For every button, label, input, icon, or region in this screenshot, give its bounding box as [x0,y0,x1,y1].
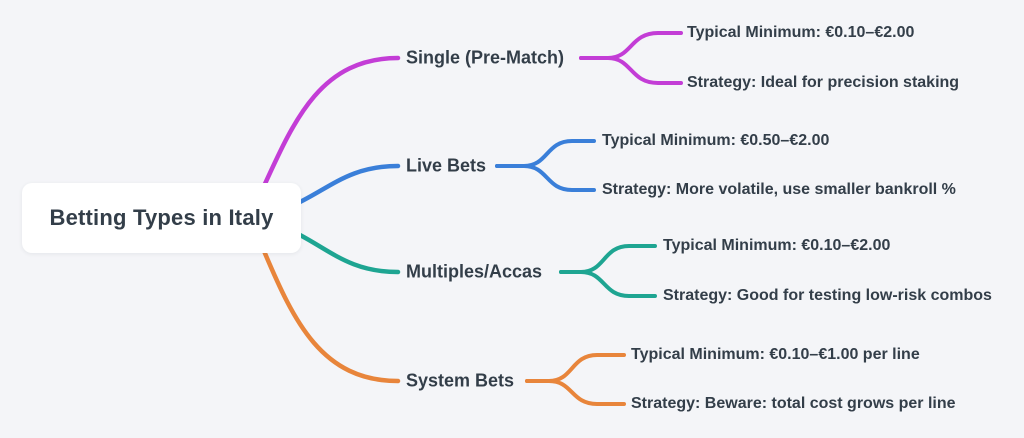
leaf-system-strategy: Strategy: Beware: total cost grows per l… [631,395,956,412]
leaf-live-typical-minimum: Typical Minimum: €0.50–€2.00 [602,132,830,149]
leaf-single-typical-minimum: Typical Minimum: €0.10–€2.00 [687,24,915,41]
leaf-multiples-strategy: Strategy: Good for testing low-risk comb… [663,287,992,304]
leaf-live-strategy: Strategy: More volatile, use smaller ban… [602,181,956,198]
leaf-single-strategy: Strategy: Ideal for precision staking [687,74,960,91]
edge-live-typical [495,139,596,168]
edge-multiples-typical [559,244,657,274]
branch-label-multiples: Multiples/Accas [406,261,543,282]
edge-single-typical [579,31,683,60]
branch-label-single: Single (Pre-Match) [406,47,565,68]
branch-label-system: System Bets [406,370,515,391]
leaf-system-typical-minimum: Typical Minimum: €0.10–€1.00 per line [631,346,920,363]
branch-label-live: Live Bets [406,155,487,176]
edge-root-live [297,163,401,205]
root-node: Betting Types in Italy [22,183,301,253]
leaf-multiples-typical-minimum: Typical Minimum: €0.10–€2.00 [663,237,891,254]
edge-system-strategy [525,379,626,406]
edge-single-strategy [579,56,683,85]
edge-root-single [261,55,401,189]
edge-root-multiples [297,232,401,275]
edge-root-system [261,248,401,384]
edge-system-typical [525,353,626,383]
edge-multiples-strategy [559,270,657,298]
edge-live-strategy [495,164,596,192]
